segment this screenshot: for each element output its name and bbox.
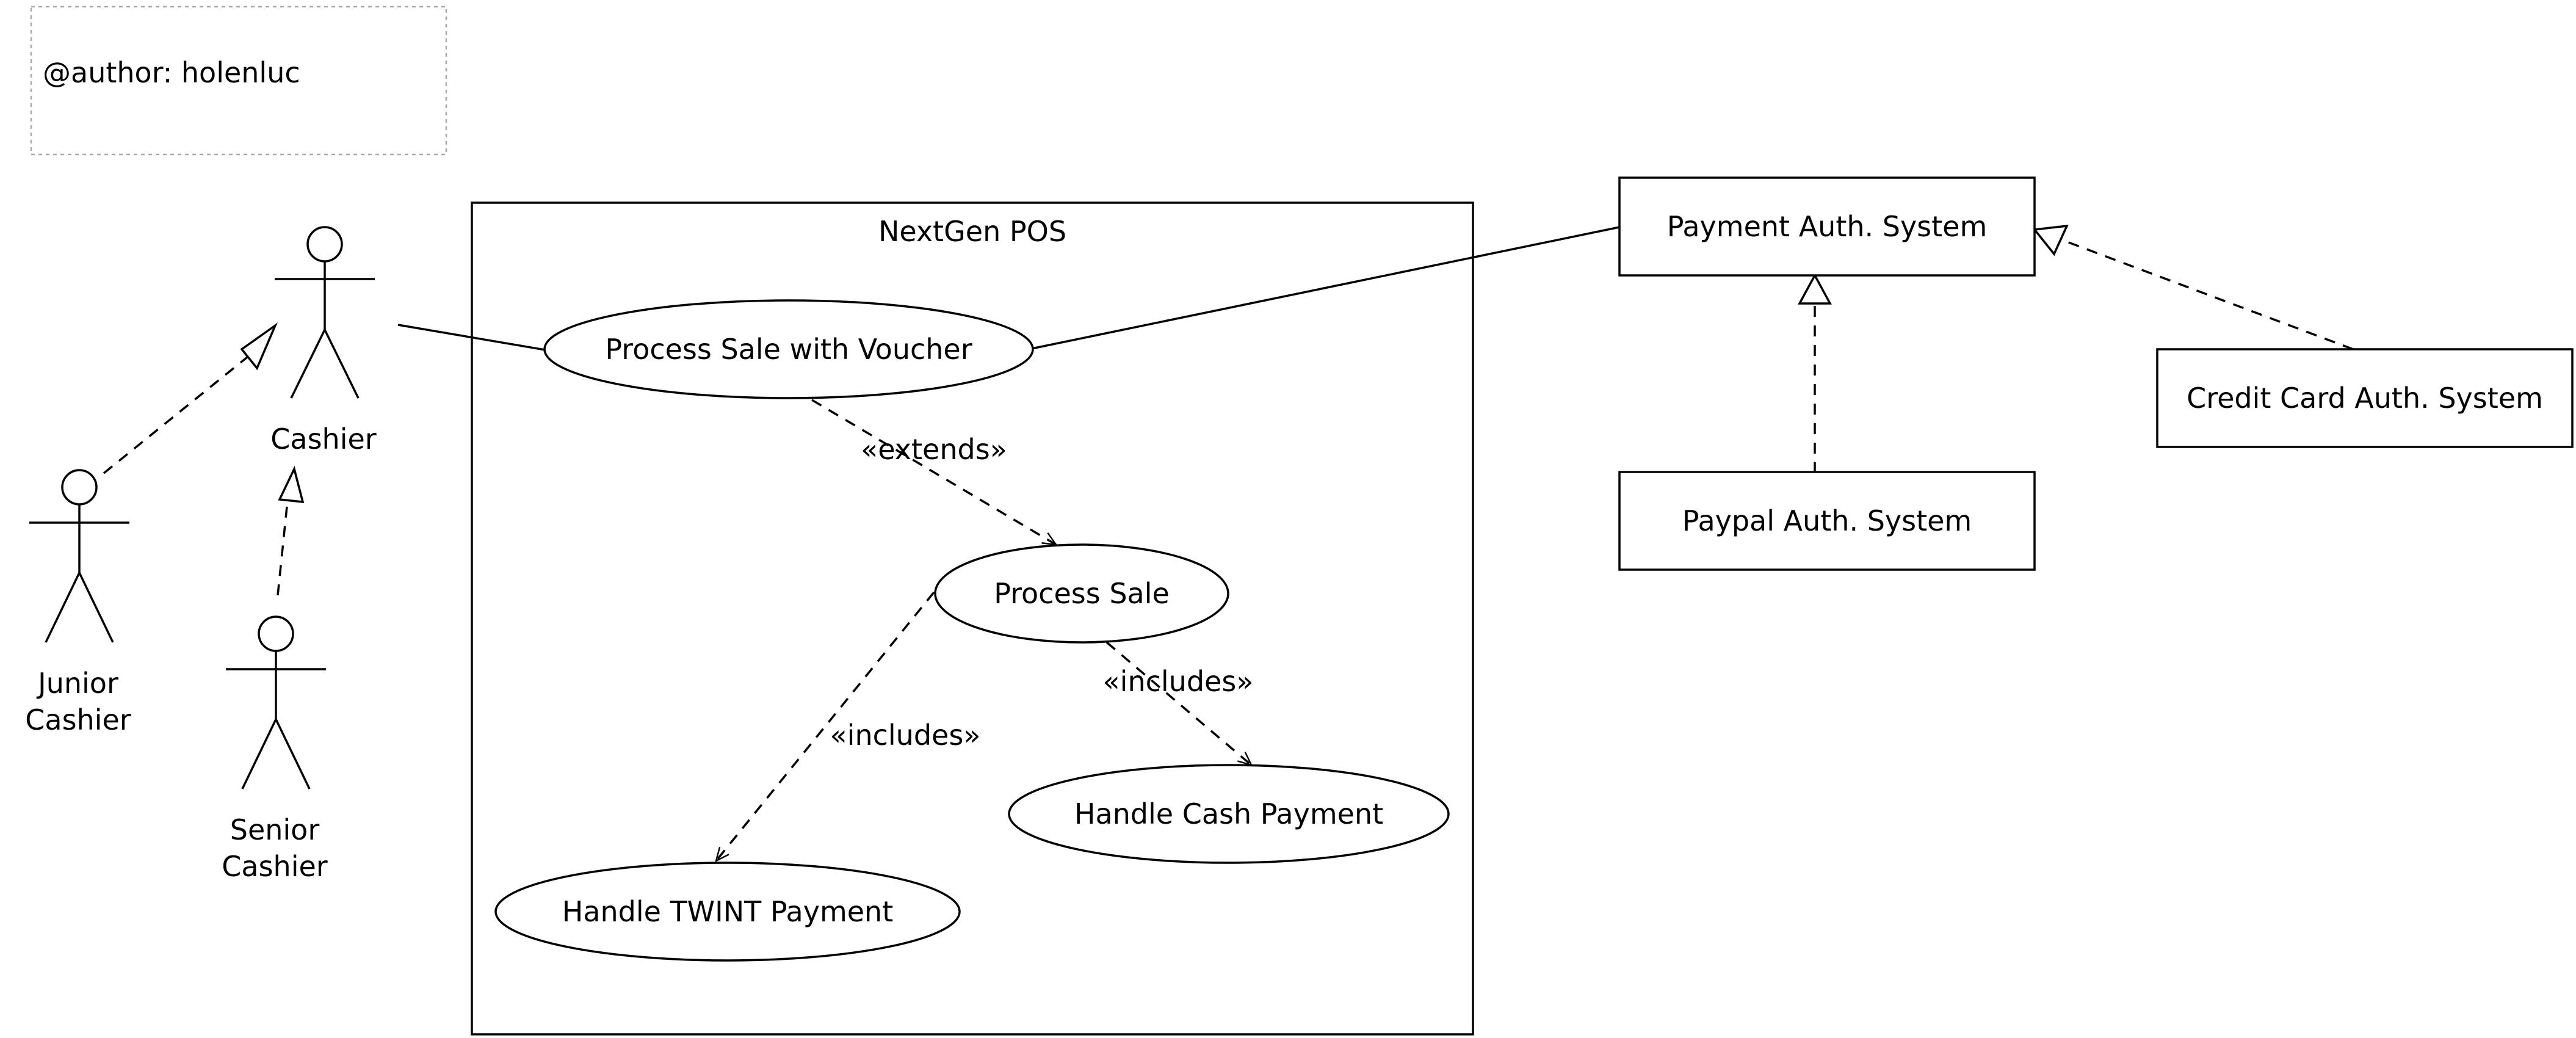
usecase-process-sale[interactable]: Process Sale: [934, 543, 1229, 644]
generalization-arrowhead: [240, 322, 278, 371]
generalization-credit-payment: [2032, 224, 2354, 350]
association-voucher-payment: [1031, 226, 1620, 350]
generalization-senior-cashier: [277, 465, 305, 596]
generalization-arrowhead: [2032, 224, 2069, 256]
includes-label-twint: «includes»: [830, 719, 981, 752]
generalization-junior-cashier: [103, 322, 278, 474]
system-label: Payment Auth. System: [1667, 210, 1988, 243]
actor-head: [61, 469, 98, 506]
usecase-label: Handle Cash Payment: [1074, 797, 1383, 830]
actor-label-line1: Senior: [230, 813, 320, 846]
actor-cashier[interactable]: Cashier: [270, 226, 377, 455]
usecase-handle-twint-payment[interactable]: Handle TWINT Payment: [494, 862, 961, 962]
system-paypal-auth[interactable]: Paypal Auth. System: [1618, 471, 2036, 571]
system-credit-card-auth[interactable]: Credit Card Auth. System: [2156, 348, 2574, 448]
note-text: @author: holenluc: [43, 56, 300, 89]
actor-head: [258, 615, 294, 652]
includes-arrow-cash: [1105, 641, 1251, 765]
extends-arrow: [811, 399, 1056, 545]
system-boundary: NextGen POS: [471, 201, 1474, 1036]
generalization-arrowhead: [278, 465, 305, 504]
actor-head: [306, 226, 343, 263]
usecase-process-sale-with-voucher[interactable]: Process Sale with Voucher: [543, 299, 1034, 399]
actor-senior-cashier[interactable]: Senior Cashier: [222, 615, 328, 883]
association-cashier-voucher: [397, 324, 546, 351]
generalization-arrowhead: [1798, 273, 1832, 305]
note-box: [30, 5, 447, 156]
actor-label: Cashier: [270, 423, 377, 455]
system-payment-auth[interactable]: Payment Auth. System: [1618, 176, 2036, 277]
includes-label-cash: «includes»: [1103, 665, 1254, 698]
system-title: NextGen POS: [878, 215, 1066, 248]
extends-label: «extends»: [861, 433, 1007, 466]
usecase-label: Process Sale with Voucher: [605, 333, 972, 366]
actor-label-line1: Junior: [36, 667, 118, 700]
usecase-label: Handle TWINT Payment: [562, 895, 894, 928]
usecase-label: Process Sale: [994, 577, 1170, 610]
system-boundary-box: [471, 201, 1474, 1036]
system-label: Credit Card Auth. System: [2187, 382, 2543, 415]
actor-label-line2: Cashier: [222, 850, 328, 883]
usecase-handle-cash-payment[interactable]: Handle Cash Payment: [1008, 764, 1450, 864]
author-note: @author: holenluc: [30, 5, 447, 156]
system-label: Paypal Auth. System: [1682, 504, 1972, 537]
actor-junior-cashier[interactable]: Junior Cashier: [25, 469, 131, 736]
actor-label-line2: Cashier: [25, 703, 131, 736]
generalization-paypal-payment: [1798, 273, 1832, 473]
